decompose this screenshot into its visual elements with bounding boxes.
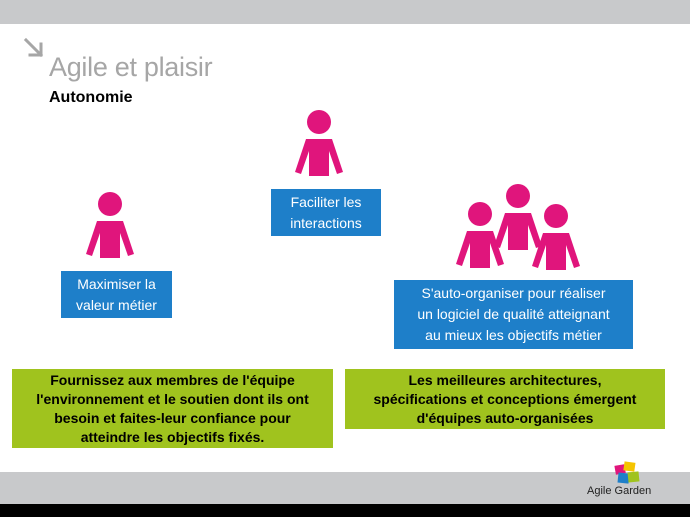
slide-subtitle: Autonomie [49,89,133,106]
team-icon [456,184,580,270]
arrow-down-right-icon [23,37,44,58]
top-bar [0,0,690,24]
role-text-line: Faciliter les [290,194,362,210]
message-text-line: d'équipes auto-organisées [416,410,594,426]
message-box-trust: Fournissez aux membres de l'équipe l'env… [12,369,333,448]
message-text-line: Les meilleures architectures, [408,372,602,388]
message-text-line: spécifications et conceptions émergent [373,391,637,407]
slide-title: Agile et plaisir [49,52,213,82]
role-text-line: valeur métier [76,297,157,313]
role-text-line: au mieux les objectifs métier [425,327,602,343]
role-text-line: Maximiser la [77,276,156,292]
bottom-strip [0,504,690,517]
role-box-team: S'auto-organiser pour réaliser un logici… [394,280,633,349]
person-icon [295,110,343,176]
message-text-line: atteindre les objectifs fixés. [80,429,265,445]
agile-garden-logo [614,461,640,484]
brand-name: Agile Garden [587,485,652,497]
role-box-product-owner: Maximiser la valeur métier [61,271,172,318]
message-text-line: Fournissez aux membres de l'équipe [50,372,295,388]
person-icon [86,192,134,258]
message-text-line: besoin et faites-leur confiance pour [54,410,291,426]
message-text-line: l'environnement et le soutien dont ils o… [36,391,309,407]
message-box-self-organization: Les meilleures architectures, spécificat… [345,369,665,429]
role-text-line: interactions [290,215,362,231]
role-text-line: S'auto-organiser pour réaliser [421,285,606,301]
bottom-bar [0,472,690,504]
role-text-line: un logiciel de qualité atteignant [417,306,610,322]
role-box-scrum-master: Faciliter les interactions [271,189,381,236]
